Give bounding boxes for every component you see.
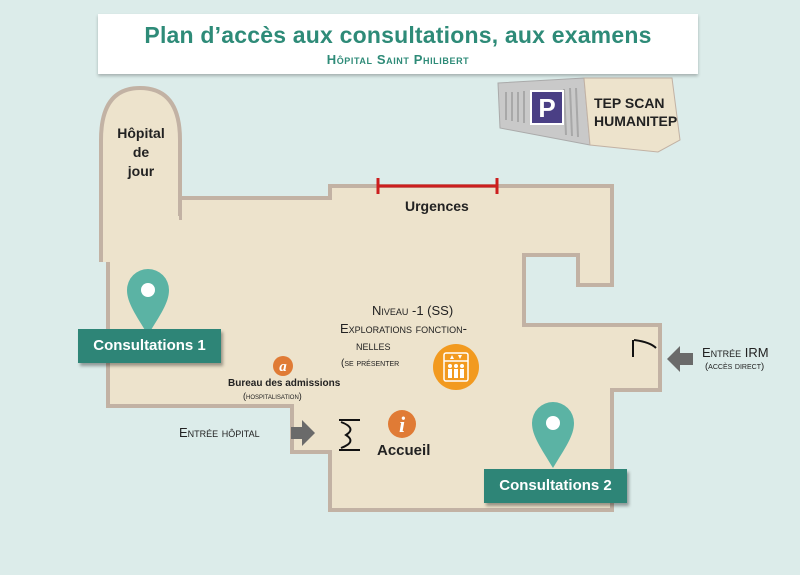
- bureau-admissions-label: Bureau des admissions: [228, 378, 341, 389]
- consultations-1-pin: [127, 269, 169, 335]
- map-header: Plan d’accès aux consultations, aux exam…: [98, 14, 698, 74]
- parking-icon: P: [530, 90, 564, 125]
- acces-direct-label: (accès direct): [705, 361, 765, 372]
- niveau-label: Niveau -1 (SS): [372, 303, 454, 318]
- tep-scan-building: [583, 77, 681, 153]
- svg-text:P: P: [538, 93, 555, 123]
- explorations-label-2: nelles: [356, 338, 391, 353]
- irm-entrance-door: [632, 339, 657, 357]
- hospitalisation-label: (hospitalisation): [243, 391, 302, 401]
- consultations-2-button[interactable]: Consultations 2: [484, 469, 627, 503]
- page-subtitle: Hôpital Saint Philibert: [326, 52, 470, 67]
- entree-irm-label: Entrée IRM: [702, 345, 769, 360]
- entree-irm-arrow: [667, 346, 693, 372]
- hopital-de-jour-label: Hôpital de jour: [117, 125, 165, 179]
- urgences-marker: [376, 178, 499, 194]
- tep-scan-label: TEP SCAN HUMANITEP: [594, 95, 678, 129]
- info-icon: i: [388, 410, 416, 438]
- entree-hopital-arrow: [291, 420, 315, 446]
- main-building: [99, 184, 662, 512]
- main-entrance-door: [339, 419, 360, 451]
- accueil-label: Accueil: [377, 442, 431, 459]
- urgences-label: Urgences: [405, 198, 469, 214]
- svg-text:i: i: [399, 412, 406, 437]
- admissions-icon: a: [273, 356, 293, 376]
- page-title: Plan d’accès aux consultations, aux exam…: [144, 22, 652, 48]
- elevator-icon: [433, 344, 479, 390]
- entree-hopital-label: Entrée hôpital: [179, 425, 260, 440]
- se-presenter-label: (se présenter: [341, 358, 400, 369]
- explorations-label-1: Explorations fonction-: [340, 321, 467, 336]
- consultations-1-button[interactable]: Consultations 1: [78, 329, 221, 363]
- svg-text:a: a: [279, 359, 287, 375]
- consultations-2-pin: [532, 402, 574, 468]
